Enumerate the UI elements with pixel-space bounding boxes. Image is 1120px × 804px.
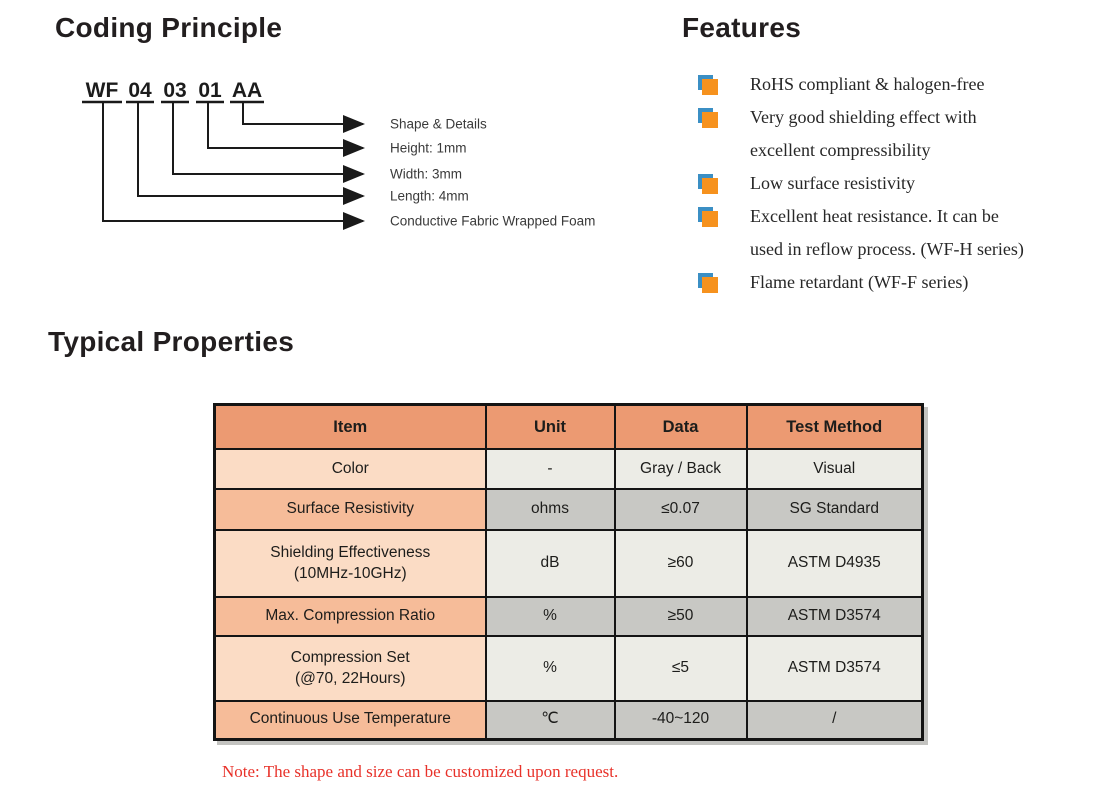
feature-item: Low surface resistivity	[698, 167, 1098, 200]
connector-line	[172, 103, 365, 183]
table-row: Shielding Effectiveness (10MHz-10GHz) dB…	[213, 529, 924, 598]
code-label-height: Height: 1mm	[390, 141, 467, 156]
table-row: Color - Gray / Back Visual	[213, 448, 924, 490]
feature-line: Very good shielding effect with	[750, 107, 977, 127]
cell-item: Max. Compression Ratio	[213, 596, 487, 637]
table-row: Continuous Use Temperature ℃ -40~120 /	[213, 700, 924, 740]
code-part-length: 04	[128, 79, 152, 102]
feature-item: Very good shielding effect with excellen…	[698, 101, 1098, 167]
cell-item: Compression Set (@70, 22Hours)	[213, 635, 487, 702]
code-part-shape: AA	[232, 79, 262, 102]
cell-unit: %	[484, 596, 616, 637]
cell-item: Surface Resistivity	[213, 488, 487, 531]
connector-line	[242, 103, 365, 133]
feature-item: Flame retardant (WF-F series)	[698, 266, 1098, 299]
cell-item: Color	[213, 448, 487, 490]
column-header-test-method: Test Method	[745, 403, 924, 450]
column-header-unit: Unit	[484, 403, 616, 450]
feature-item: RoHS compliant & halogen-free	[698, 68, 1098, 101]
connector-line	[102, 103, 365, 230]
cell-unit: -	[484, 448, 616, 490]
cell-unit: ℃	[484, 700, 616, 740]
cell-item: Continuous Use Temperature	[213, 700, 487, 740]
connector-line	[207, 103, 365, 157]
code-label-length: Length: 4mm	[390, 189, 469, 204]
coding-diagram: WF 04 03 01 AA Shape & Details Height: 1…	[82, 79, 595, 230]
cell-text: Surface Resistivity	[286, 500, 414, 518]
feature-text: Flame retardant (WF-F series)	[750, 266, 968, 299]
cell-test-method: SG Standard	[745, 488, 924, 531]
square-bullet-icon	[698, 273, 719, 294]
cell-data: ≥50	[613, 596, 748, 637]
feature-text: RoHS compliant & halogen-free	[750, 68, 984, 101]
feature-line: Excellent heat resistance. It can be	[750, 206, 999, 226]
cell-text: Color	[331, 459, 369, 477]
code-part-height: 01	[198, 79, 222, 102]
features-list: RoHS compliant & halogen-free Very good …	[698, 68, 1098, 299]
table-header-row: Item Unit Data Test Method	[213, 403, 924, 450]
cell-test-method: ASTM D3574	[745, 596, 924, 637]
typical-properties-title: Typical Properties	[48, 326, 295, 357]
customization-note: Note: The shape and size can be customiz…	[222, 762, 619, 781]
feature-text: Excellent heat resistance. It can be use…	[750, 200, 1024, 266]
cell-data: ≥60	[613, 529, 748, 598]
cell-data: ≤0.07	[613, 488, 748, 531]
table-row: Surface Resistivity ohms ≤0.07 SG Standa…	[213, 488, 924, 531]
feature-item: Excellent heat resistance. It can be use…	[698, 200, 1098, 266]
cell-item: Shielding Effectiveness (10MHz-10GHz)	[213, 529, 487, 598]
cell-text: Continuous Use Temperature	[249, 710, 451, 728]
feature-line: Flame retardant (WF-F series)	[750, 272, 969, 292]
cell-text: Compression Set	[290, 648, 410, 666]
cell-unit: %	[484, 635, 616, 702]
cell-text: Shielding Effectiveness	[270, 543, 431, 561]
feature-line: Low surface resistivity	[750, 173, 915, 193]
cell-unit: ohms	[484, 488, 616, 531]
square-bullet-icon	[698, 75, 719, 96]
cell-data: ≤5	[613, 635, 748, 702]
column-header-item: Item	[213, 403, 487, 450]
square-bullet-icon	[698, 207, 719, 228]
features-title: Features	[682, 12, 802, 43]
table-row: Compression Set (@70, 22Hours) % ≤5 ASTM…	[213, 635, 924, 702]
square-bullet-icon	[698, 108, 719, 129]
connector-line	[137, 103, 365, 205]
code-part-wf: WF	[86, 79, 119, 102]
feature-text: Very good shielding effect with excellen…	[750, 101, 977, 167]
cell-text: (10MHz-10GHz)	[293, 564, 407, 582]
cell-test-method: Visual	[745, 448, 924, 490]
coding-principle-title: Coding Principle	[55, 12, 283, 43]
code-label-shape: Shape & Details	[390, 117, 487, 132]
cell-test-method: ASTM D3574	[745, 635, 924, 702]
cell-text: Max. Compression Ratio	[265, 607, 436, 625]
feature-line: RoHS compliant & halogen-free	[750, 74, 985, 94]
cell-data: -40~120	[613, 700, 748, 740]
cell-text: (@70, 22Hours)	[295, 669, 406, 687]
typical-properties-table: Item Unit Data Test Method Color - Gray …	[213, 403, 924, 741]
code-label-width: Width: 3mm	[390, 167, 462, 182]
column-header-data: Data	[613, 403, 748, 450]
cell-data: Gray / Back	[613, 448, 748, 490]
square-bullet-icon	[698, 174, 719, 195]
code-label-material: Conductive Fabric Wrapped Foam	[390, 214, 595, 229]
table-row: Max. Compression Ratio % ≥50 ASTM D3574	[213, 596, 924, 637]
feature-text: Low surface resistivity	[750, 167, 915, 200]
cell-test-method: /	[745, 700, 924, 740]
cell-unit: dB	[484, 529, 616, 598]
feature-line: excellent compressibility	[750, 140, 931, 160]
cell-test-method: ASTM D4935	[745, 529, 924, 598]
code-part-width: 03	[163, 79, 186, 102]
feature-line: used in reflow process. (WF-H series)	[750, 239, 1024, 259]
